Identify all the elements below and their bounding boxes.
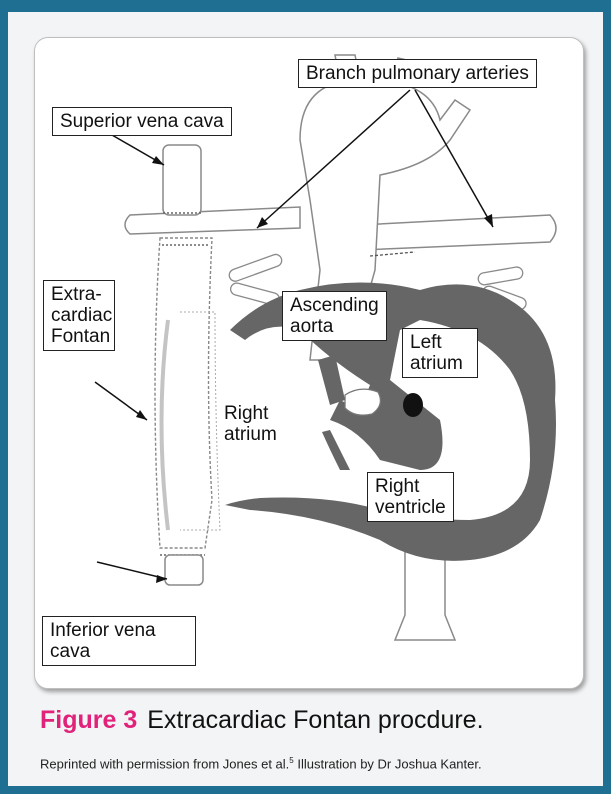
right-pulmonary-artery [125,207,300,234]
tricuspid-leaflet [322,430,350,470]
figure-title: Extracardiac Fontan procdure. [147,706,483,734]
credit-illustrator: Illustration by Dr Joshua Kanter. [294,756,482,771]
mitral-valve [403,393,423,417]
credit-line: Reprinted with permission from Jones et … [40,756,482,771]
left-pulmonary-artery [360,215,556,250]
superior-vena-cava [163,145,201,215]
label-branch-pulmonary-arteries: Branch pulmonary arteries [298,59,537,88]
left-atrium-opening [484,395,510,421]
label-inferior-vena-cava: Inferior vena cava [42,616,196,666]
figure-caption: Figure 3 Extracardiac Fontan procdure. [40,706,484,735]
label-right-ventricle: Right ventricle [367,472,454,522]
label-extracardiac-fontan: Extra- cardiac Fontan [43,280,115,351]
label-left-atrium: Left atrium [402,328,478,378]
label-ascending-aorta: Ascending aorta [282,291,387,341]
label-superior-vena-cava: Superior vena cava [52,107,232,136]
label-right-atrium: Right atrium [217,400,284,448]
aortic-valve [345,389,380,415]
credit-text: Reprinted with permission from Jones et … [40,756,289,771]
figure-number: Figure 3 [40,706,137,734]
inferior-vena-cava [165,555,203,585]
